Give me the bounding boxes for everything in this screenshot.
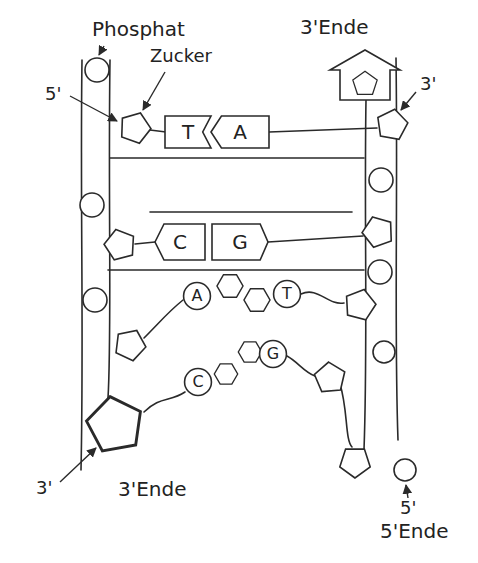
backbone-lines xyxy=(81,58,398,470)
base-letter: A xyxy=(233,122,247,142)
part-label: Phosphat xyxy=(92,18,185,40)
part-label: 3' xyxy=(420,74,436,94)
base-letter: C xyxy=(173,232,187,252)
base-circle: A xyxy=(183,282,211,310)
base-rings xyxy=(214,275,270,384)
label-text: 5' xyxy=(45,83,61,104)
sugar-pentagons xyxy=(83,50,410,478)
base-circle: G xyxy=(259,340,287,368)
base-letter: G xyxy=(267,346,279,362)
label-text: Phosphat xyxy=(92,17,185,41)
base-circle: C xyxy=(184,368,212,396)
phosphate-circles xyxy=(80,58,416,481)
base-shape: T xyxy=(165,116,211,148)
base-letter: T xyxy=(282,286,292,302)
base-shape: C xyxy=(155,224,205,260)
strand-end-arrow xyxy=(330,50,400,100)
part-label: 5' xyxy=(400,498,416,518)
label-text: 3' xyxy=(36,477,52,498)
label-text: 5' xyxy=(400,497,416,518)
base-letter: A xyxy=(192,288,203,304)
base-letter: T xyxy=(182,122,194,142)
label-text: 3'Ende xyxy=(300,15,369,39)
base-circle: T xyxy=(273,280,301,308)
base-shape: G xyxy=(212,224,268,260)
label-text: 3' xyxy=(420,73,436,94)
base-shape: A xyxy=(211,116,269,148)
part-label: 5' xyxy=(45,84,61,104)
part-label: 3'Ende xyxy=(118,478,187,500)
part-label: 3'Ende xyxy=(300,16,369,38)
base-letter: C xyxy=(192,374,203,390)
leader-lines xyxy=(60,46,416,498)
part-label: 5'Ende xyxy=(380,520,449,542)
label-text: 5'Ende xyxy=(380,519,449,543)
label-text: Zucker xyxy=(150,45,212,66)
base-letter: G xyxy=(232,232,248,252)
part-label: 3' xyxy=(36,478,52,498)
part-label: Zucker xyxy=(150,46,212,66)
label-text: 3'Ende xyxy=(118,477,187,501)
